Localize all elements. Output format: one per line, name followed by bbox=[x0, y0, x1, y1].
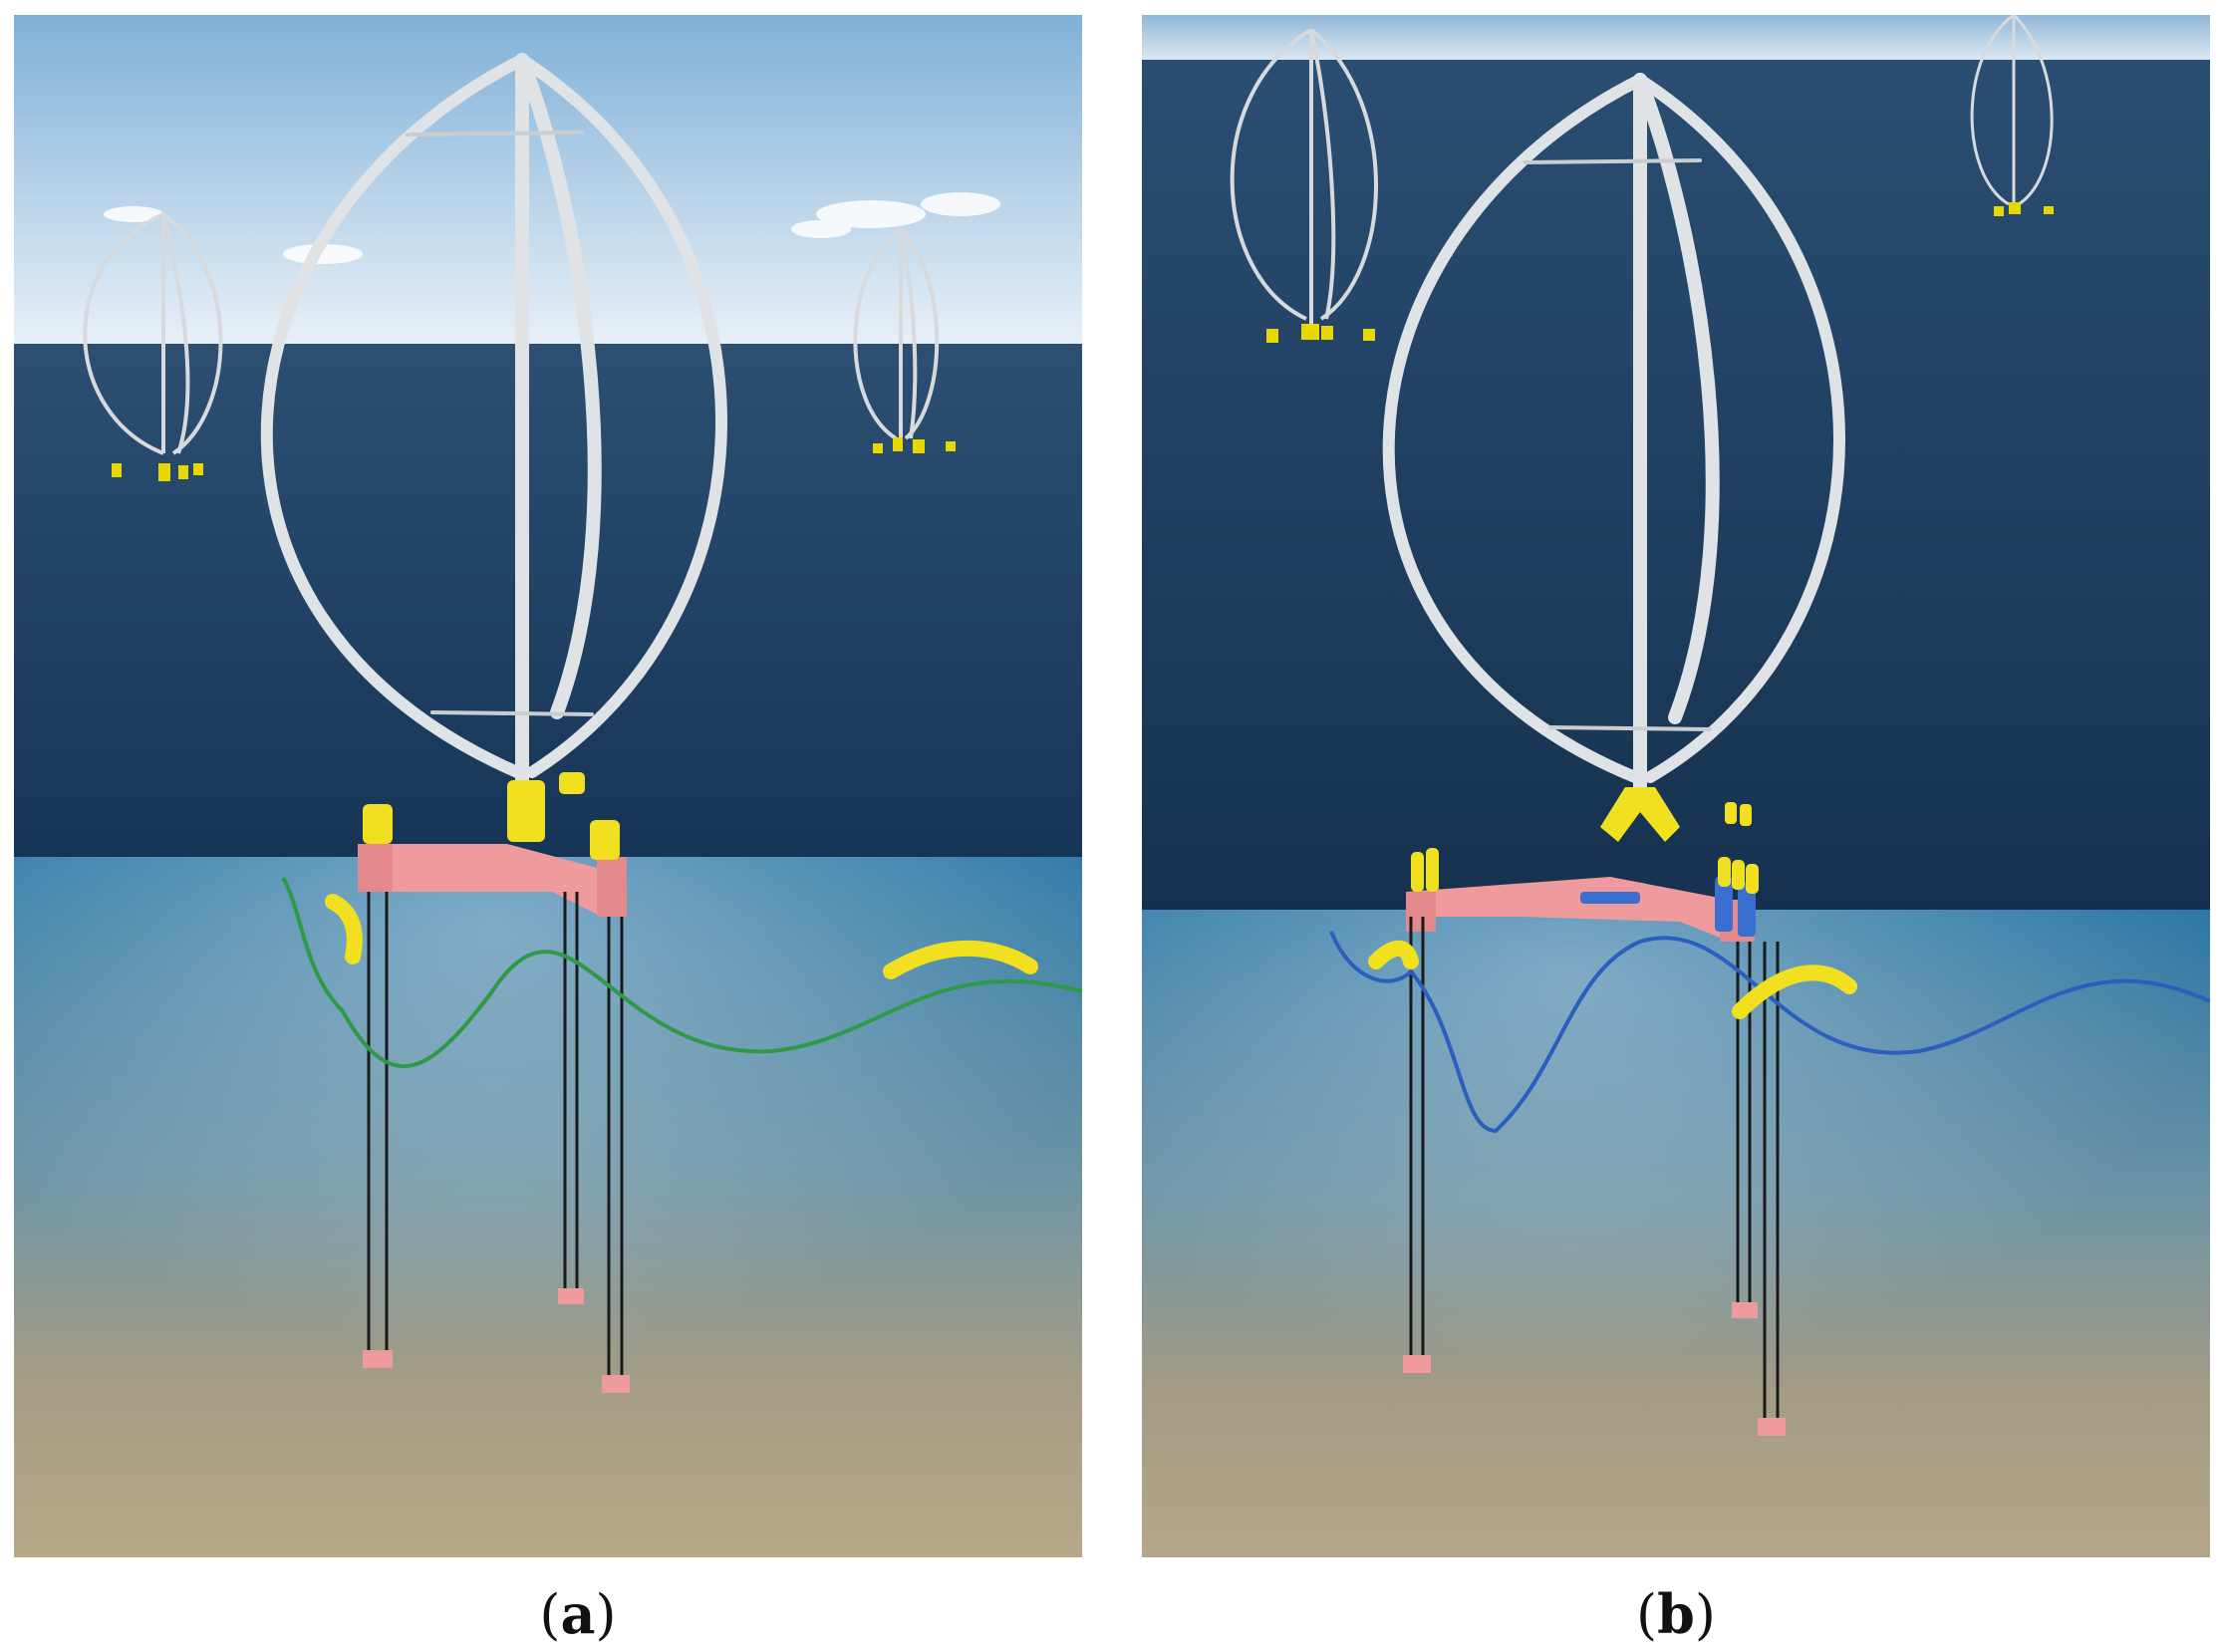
platform-buoys bbox=[363, 772, 620, 860]
caption-a-letter: a bbox=[560, 1582, 596, 1646]
panel-a-image bbox=[14, 15, 1082, 1557]
panel-b-illustration bbox=[1142, 15, 2210, 1557]
distant-turbine-left bbox=[83, 212, 223, 455]
floating-platform bbox=[358, 844, 627, 917]
panel-b-image bbox=[1142, 15, 2210, 1557]
caption-b-close: ) bbox=[1694, 1583, 1716, 1646]
caption-a: (a) bbox=[428, 1582, 727, 1646]
panel-a-illustration bbox=[14, 15, 1082, 1557]
cable-buoyancy-a bbox=[325, 894, 363, 964]
cable-buoyancy-b bbox=[883, 940, 1038, 979]
anchors bbox=[363, 1288, 630, 1393]
platform-buoys bbox=[1411, 802, 1759, 894]
distant-turbine-right bbox=[853, 227, 940, 440]
caption-a-open: ( bbox=[539, 1583, 561, 1646]
caption-b: (b) bbox=[1526, 1582, 1825, 1646]
tripod-connector bbox=[1600, 787, 1680, 842]
distant-turbine-left bbox=[1230, 28, 1378, 324]
export-cable bbox=[281, 876, 1082, 1069]
sky bbox=[14, 15, 1082, 344]
export-cable bbox=[1329, 931, 2210, 1134]
caption-a-close: ) bbox=[595, 1583, 617, 1646]
main-turbine bbox=[1382, 73, 1845, 794]
caption-b-letter: b bbox=[1657, 1582, 1695, 1646]
cable-buoyancy-a bbox=[1368, 940, 1419, 969]
blue-pontoons bbox=[1580, 877, 1756, 937]
main-turbine bbox=[260, 53, 727, 789]
caption-b-open: ( bbox=[1636, 1583, 1658, 1646]
anchors bbox=[1403, 1302, 1786, 1436]
tendons bbox=[367, 892, 624, 1382]
sea-surface bbox=[14, 344, 1082, 857]
distant-turbine-right bbox=[1970, 15, 2054, 206]
clouds bbox=[104, 192, 1000, 264]
cable-buoyancy-b bbox=[1732, 964, 1857, 1019]
